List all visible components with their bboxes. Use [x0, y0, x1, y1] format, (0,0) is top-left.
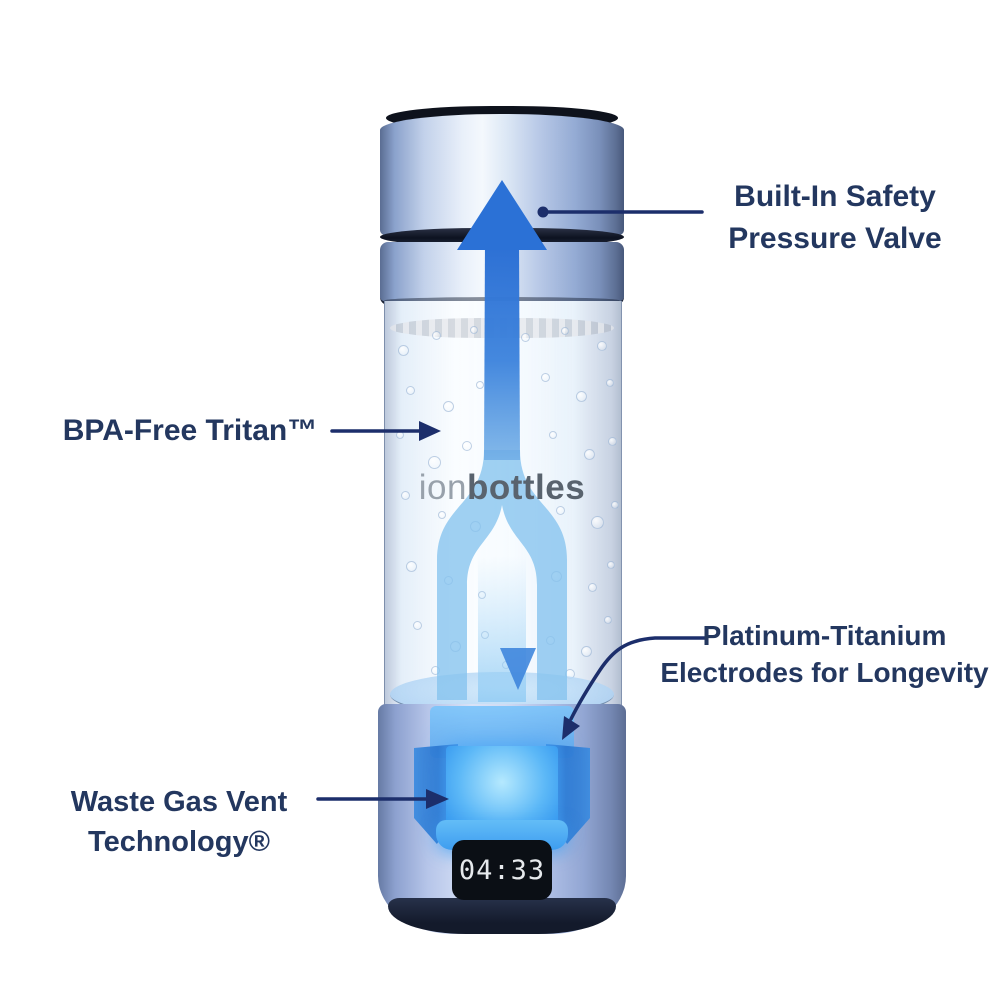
timer-value: 04:33 [458, 854, 546, 886]
waterline [390, 318, 614, 338]
brand-logo: ionbottles [380, 470, 624, 505]
annotation-bpa-free-label: BPA-Free Tritan™ [62, 414, 318, 447]
annotation-safety-valve-line1: Built-In Safety [734, 180, 936, 213]
annotation-safety-valve-line2: Pressure Valve [728, 222, 942, 255]
annotation-electrodes-line1: Platinum-Titanium [702, 620, 947, 651]
annotation-electrodes-line2: Electrodes for Longevity [660, 657, 989, 688]
brand-logo-suffix: bottles [466, 468, 586, 507]
bottle-cap [380, 114, 624, 236]
electrode-chamber [446, 746, 558, 832]
brand-logo-prefix: ion [418, 468, 467, 507]
annotation-electrodes: Platinum-Titanium Electrodes for Longevi… [652, 617, 997, 691]
annotation-gas-vent: Waste Gas Vent Technology® [48, 782, 310, 862]
annotation-safety-valve: Built-In Safety Pressure Valve [690, 176, 980, 260]
cap-lower-band [380, 242, 624, 305]
annotation-bpa-free: BPA-Free Tritan™ [40, 413, 340, 449]
base-bottom-rim [388, 898, 616, 934]
led-display: 04:33 [452, 840, 552, 900]
annotation-gas-vent-line1: Waste Gas Vent [70, 786, 288, 818]
annotation-gas-vent-line2: Technology® [88, 826, 270, 858]
